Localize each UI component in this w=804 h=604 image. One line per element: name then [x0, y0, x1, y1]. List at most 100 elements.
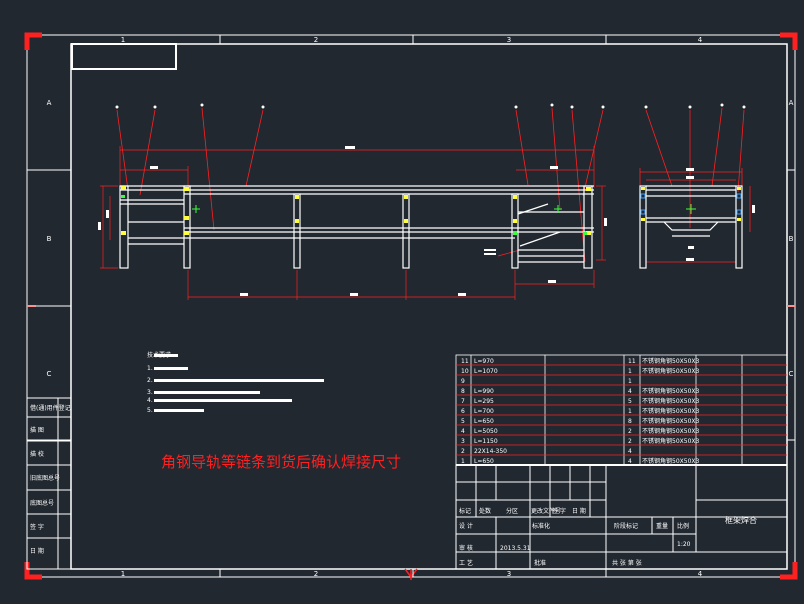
- parts-row-material: 不锈钢角钢50X50X3: [642, 457, 699, 465]
- centring-mark-bottom: [404, 568, 418, 580]
- parts-row-no: 9: [461, 378, 465, 385]
- warning-note: 角钢导轨等链条到货后确认焊接尺寸: [161, 453, 401, 471]
- tb-header-date: 日 期: [572, 507, 586, 515]
- parts-row-no: 5: [461, 418, 465, 425]
- parts-row-spec: L=970: [474, 358, 494, 365]
- strip-label-sign: 签 字: [30, 523, 44, 531]
- parts-row-spec: L=5050: [474, 428, 498, 435]
- tb-scale-label: 比例: [677, 522, 689, 530]
- corner-marker-tl: [24, 32, 42, 50]
- zone-col-2-top: 2: [314, 36, 318, 44]
- parts-list-row: 1 L=650 4 不锈钢角钢50X50X3: [461, 457, 699, 465]
- tech-req-text-bars: [154, 354, 324, 412]
- zone-row-b-right: B: [789, 235, 794, 243]
- parts-row-no: 2: [461, 448, 465, 455]
- parts-row-spec: 22X14-350: [474, 448, 507, 455]
- front-view-frame: [119, 185, 594, 269]
- parts-row-spec: L=650: [474, 458, 494, 465]
- strip-label-date: 日 期: [30, 547, 44, 555]
- zone-row-c-left: C: [47, 370, 52, 378]
- tech-req-line-1: 1.: [147, 365, 153, 372]
- tech-req-line-2: 2.: [147, 377, 153, 384]
- tb-header-mark: 标记: [459, 507, 471, 515]
- parts-row-no: 1: [461, 458, 465, 465]
- title-block-grid: [455, 464, 788, 570]
- tech-req-line-5: 5.: [147, 407, 153, 414]
- parts-row-no: 11: [461, 358, 469, 365]
- zone-row-a-right: A: [789, 99, 794, 107]
- parts-row-spec: L=990: [474, 388, 494, 395]
- tb-header-zone: 分区: [506, 507, 518, 515]
- tb-drawing-name: 框架焊合: [725, 515, 757, 525]
- tb-scale-value: 1:20: [677, 541, 691, 548]
- parts-row-spec: L=650: [474, 418, 494, 425]
- inner-border: [70, 43, 788, 570]
- parts-row-qty: 1: [628, 378, 632, 385]
- parts-row-material: 不锈钢角钢50X50X3: [642, 367, 699, 375]
- zone-col-4-bottom: 4: [698, 570, 703, 578]
- parts-row-no: 8: [461, 388, 465, 395]
- parts-row-qty: 8: [628, 418, 632, 425]
- parts-row-material: 不锈钢角钢50X50X3: [642, 407, 699, 415]
- zone-col-3-bottom: 3: [507, 570, 511, 578]
- tb-header-sign: 签 字: [552, 507, 566, 515]
- zone-row-a-left: A: [47, 99, 52, 107]
- zone-col-2-bottom: 2: [314, 570, 318, 578]
- parts-row-material: 不锈钢角钢50X50X3: [642, 437, 699, 445]
- zone-col-1-bottom: 1: [121, 570, 125, 578]
- tech-req-line-3: 3.: [147, 389, 153, 396]
- tb-header-change: 更改文件号: [531, 507, 561, 515]
- tb-header-count: 处数: [479, 507, 491, 515]
- parts-list-row: 4 L=5050 2 不锈钢角钢50X50X3: [461, 427, 699, 435]
- parts-row-qty: 5: [628, 398, 632, 405]
- parts-row-material: 不锈钢角钢50X50X3: [642, 357, 699, 365]
- tb-date-value: 2013.5.31: [500, 545, 531, 552]
- tb-stage-mark-label: 阶段标记: [614, 522, 638, 530]
- strip-label-trace: 描 图: [30, 426, 44, 434]
- parts-list-row-lines: [456, 364, 787, 456]
- corner-marker-br: [780, 562, 798, 580]
- parts-row-no: 3: [461, 438, 465, 445]
- parts-row-qty: 2: [628, 428, 632, 435]
- outer-border: [26, 34, 796, 578]
- strip-label-old-no: 旧底图总号: [30, 474, 60, 482]
- parts-row-no: 7: [461, 398, 465, 405]
- parts-row-qty: 1: [628, 368, 632, 375]
- parts-row-material: 不锈钢角钢50X50X3: [642, 427, 699, 435]
- parts-row-spec: L=295: [474, 398, 494, 405]
- parts-row-no: 4: [461, 428, 465, 435]
- drawing-number-box: [71, 43, 177, 70]
- corner-marker-tr: [780, 32, 798, 50]
- parts-list-row: 6 L=700 1 不锈钢角钢50X50X3: [461, 407, 699, 415]
- tb-weight-label: 重量: [656, 522, 668, 530]
- side-view: [639, 103, 755, 269]
- tb-review-label: 审 核: [459, 544, 473, 552]
- parts-row-spec: L=1070: [474, 368, 498, 375]
- strip-label-reuse: 借(通)用件登记: [30, 404, 71, 412]
- parts-row-qty: 4: [628, 458, 632, 465]
- side-view-markers: [640, 187, 742, 249]
- zone-ticks: [27, 35, 795, 577]
- parts-row-qty: 4: [628, 448, 632, 455]
- parts-row-material: 不锈钢角钢50X50X3: [642, 387, 699, 395]
- parts-list-row: 8 L=990 4 不锈钢角钢50X50X3: [461, 387, 699, 395]
- parts-row-material: 不锈钢角钢50X50X3: [642, 397, 699, 405]
- parts-row-qty: 4: [628, 388, 632, 395]
- tb-sheet-info: 共 张 第 张: [612, 559, 642, 567]
- strip-label-check: 描 校: [30, 450, 44, 458]
- tech-req-line-4: 4.: [147, 397, 153, 404]
- parts-row-spec: L=700: [474, 408, 494, 415]
- side-view-leaders: [639, 107, 751, 263]
- zone-col-1-top: 1: [121, 36, 125, 44]
- left-strip: [26, 397, 72, 570]
- parts-row-qty: 1: [628, 408, 632, 415]
- tb-process-label: 工 艺: [459, 559, 473, 567]
- tb-approve-label: 批准: [534, 559, 546, 567]
- parts-row-no: 6: [461, 408, 465, 415]
